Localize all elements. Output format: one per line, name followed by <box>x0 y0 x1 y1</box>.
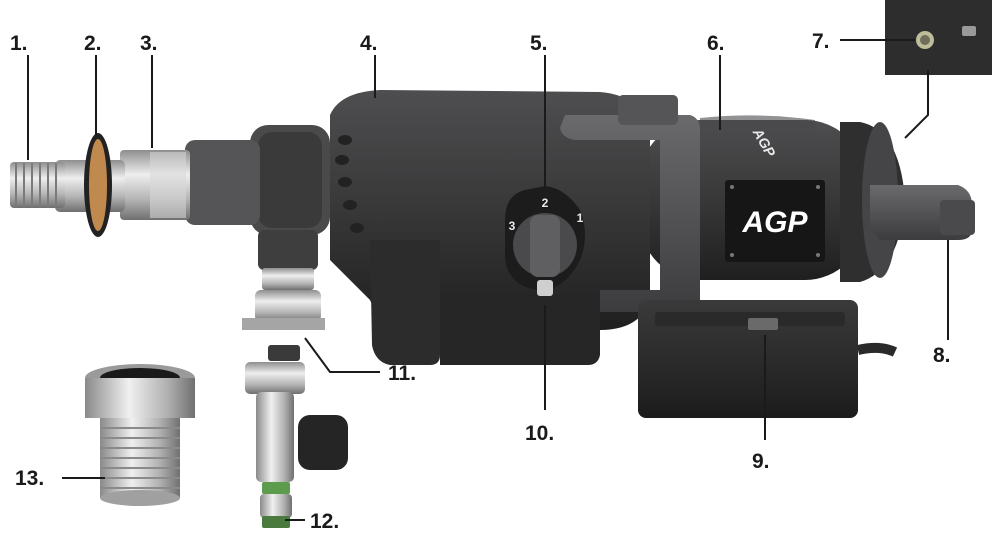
leader-7b <box>904 70 929 139</box>
leader-11 <box>304 337 380 373</box>
hose-coupling <box>85 364 195 506</box>
gear-mark-1: 1 <box>577 211 584 225</box>
drill-assembly: AGP AGP 1 2 3 <box>10 90 975 418</box>
brand-logo-text: AGP <box>741 206 808 239</box>
label-5: 5. <box>530 32 548 55</box>
leader-lines <box>27 39 949 521</box>
water-tap <box>245 345 348 528</box>
label-10: 10. <box>525 422 554 445</box>
handle-frame <box>560 95 975 312</box>
part-labels: 1. 2. 3. 4. 5. 6. 7. 8. 9. 10. 11. 12. 1… <box>10 30 951 533</box>
label-3: 3. <box>140 32 158 55</box>
label-2: 2. <box>84 32 102 55</box>
label-4: 4. <box>360 32 378 55</box>
label-12: 12. <box>310 510 339 533</box>
water-swivel-housing <box>185 125 330 270</box>
label-13: 13. <box>15 467 44 490</box>
label-9: 9. <box>752 450 770 473</box>
water-inlet-coupling <box>242 268 325 330</box>
label-11: 11. <box>388 362 416 385</box>
label-8: 8. <box>933 344 951 367</box>
switch-box <box>638 300 898 418</box>
inset-detail <box>885 0 992 75</box>
label-7: 7. <box>812 30 830 53</box>
gear-selector: 1 2 3 <box>505 186 585 296</box>
label-6: 6. <box>707 32 725 55</box>
label-1: 1. <box>10 32 28 55</box>
gear-mark-2: 2 <box>542 196 549 210</box>
spindle <box>10 133 190 237</box>
gear-mark-3: 3 <box>509 219 516 233</box>
brand-plate: AGP AGP <box>725 124 825 262</box>
